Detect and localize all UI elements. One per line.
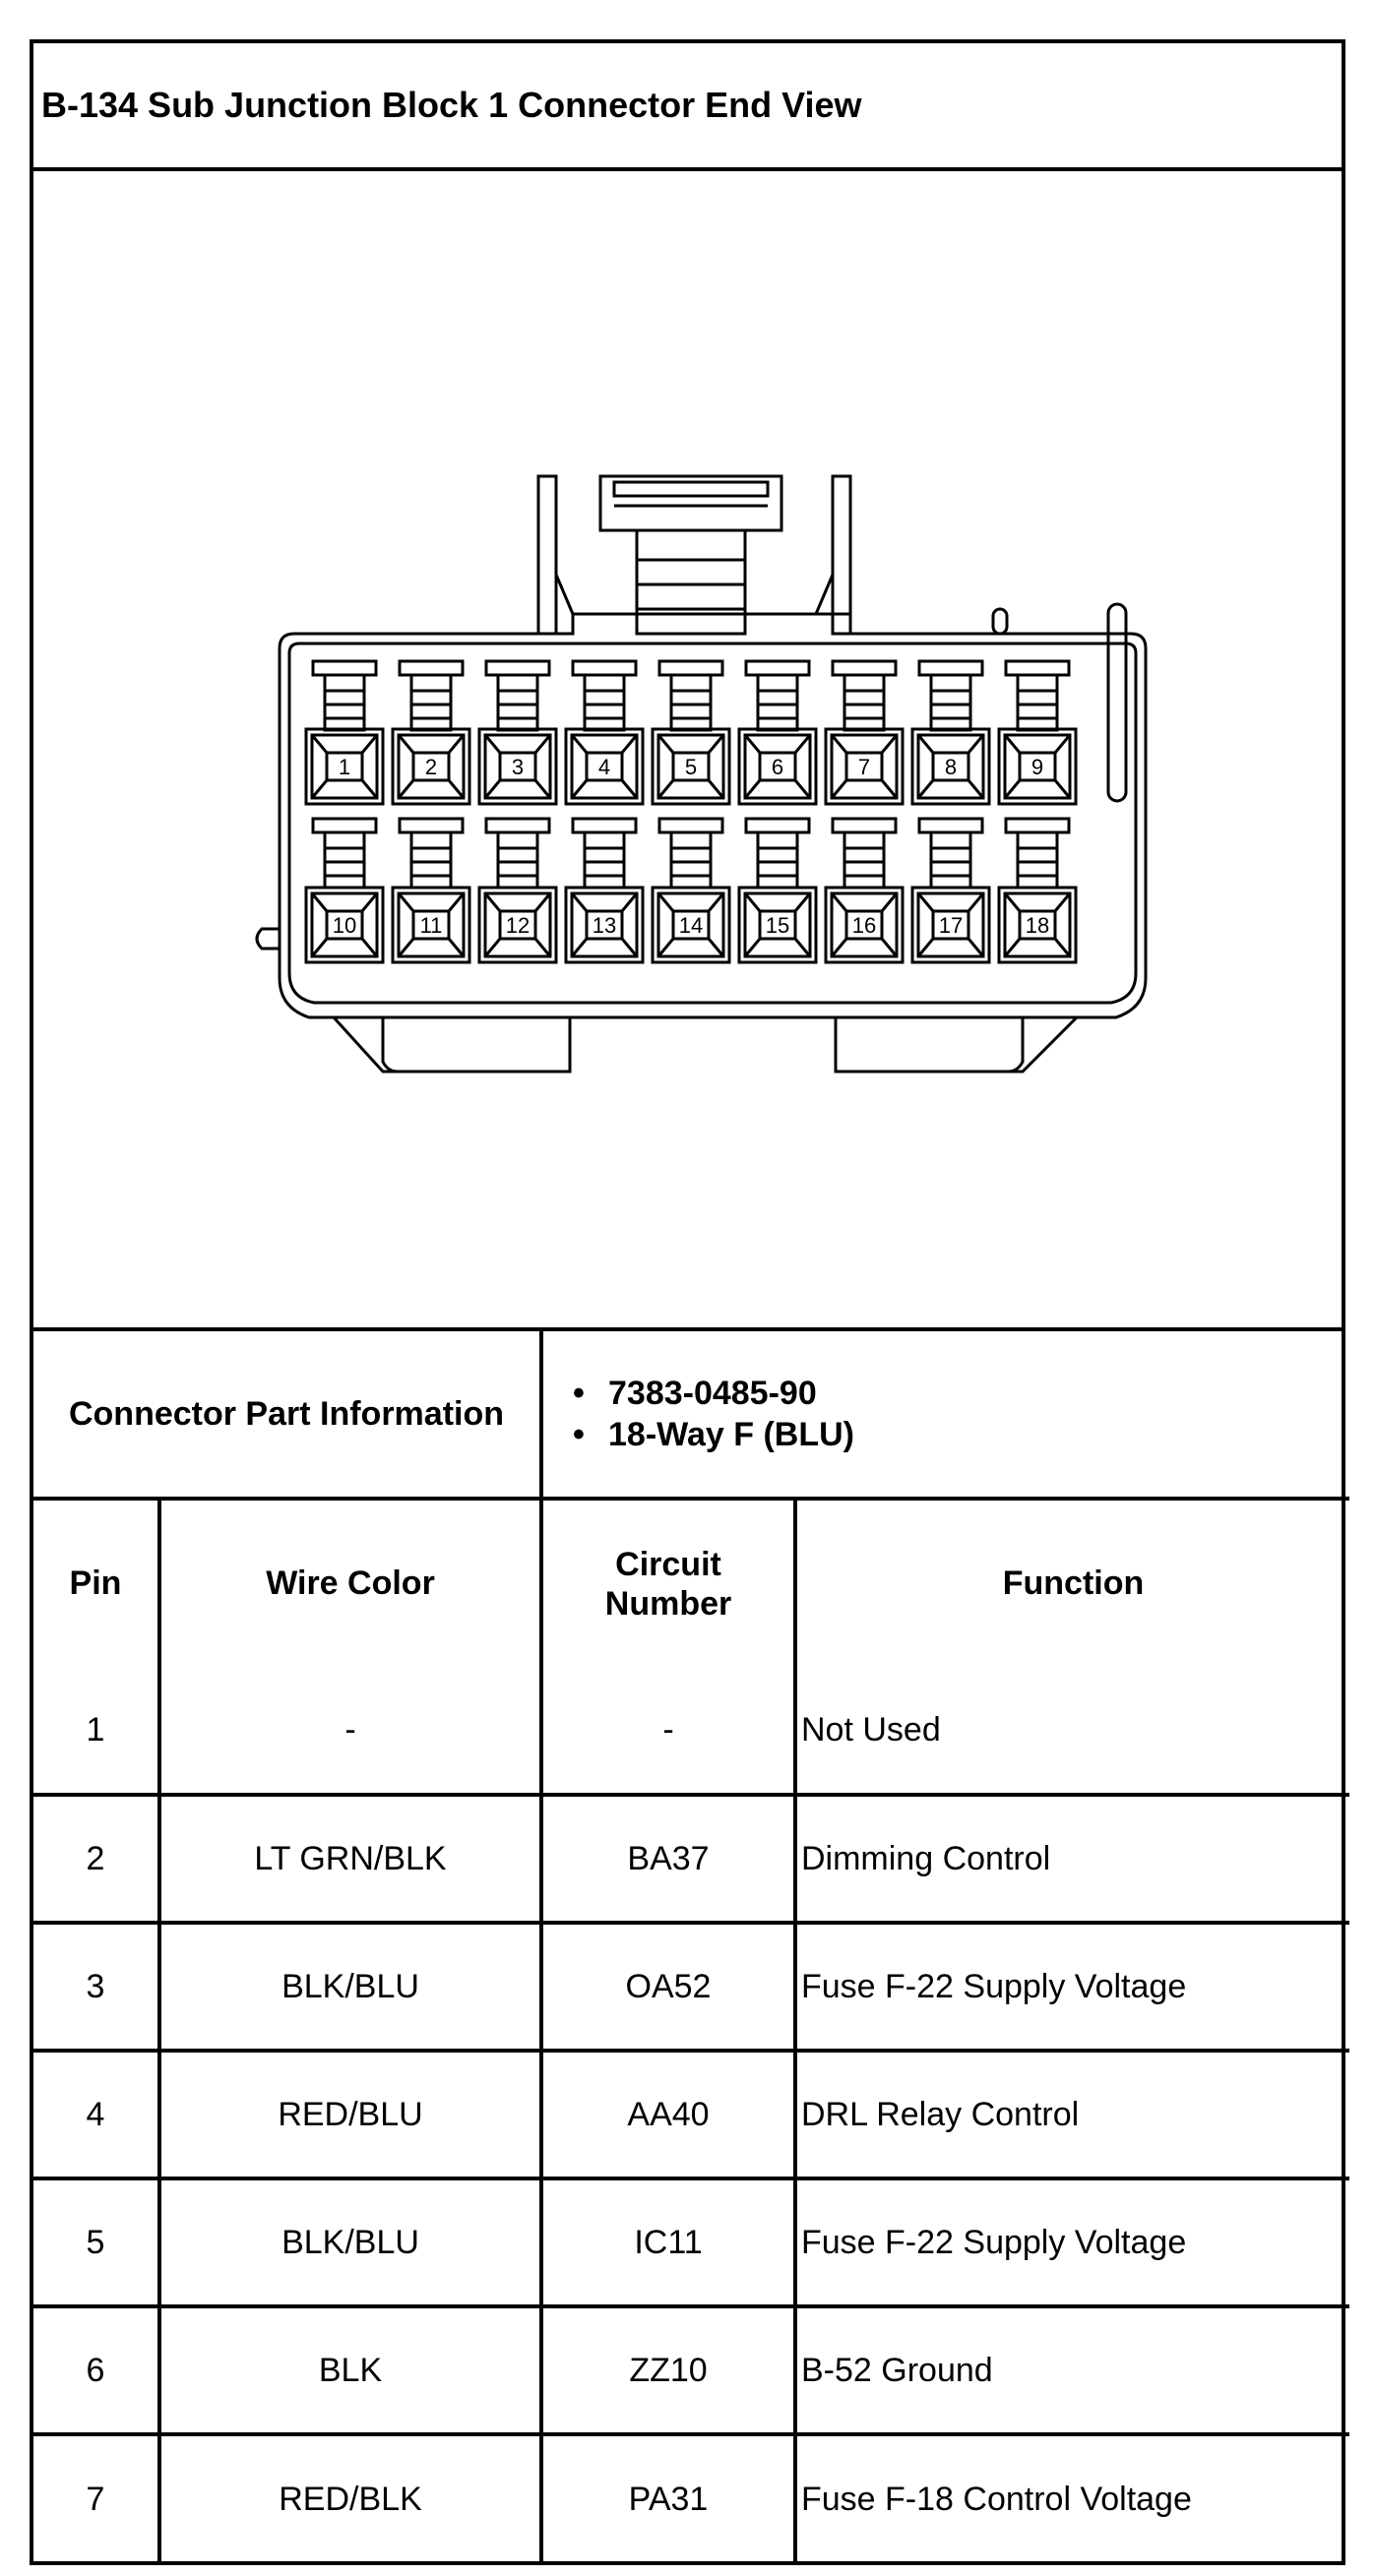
- pin-cavity: 6: [737, 659, 818, 806]
- circuit-number-cell: PA31: [539, 2432, 797, 2562]
- pin-cell: 3: [33, 1921, 161, 2053]
- part-list: 7383-0485-90 18-Way F (BLU): [547, 1373, 1345, 1455]
- pin-cavity: 5: [651, 659, 731, 806]
- pin-number-label: 8: [945, 755, 957, 779]
- pin-number-label: 16: [852, 913, 876, 938]
- pin-cavity: 13: [564, 817, 645, 964]
- wire-color-cell: BLK/BLU: [157, 2177, 543, 2308]
- wire-color-cell: RED/BLU: [157, 2049, 543, 2180]
- pin-cell: 5: [33, 2177, 161, 2308]
- function-cell: B-52 Ground: [792, 2304, 1350, 2436]
- pin-cavity: 4: [564, 659, 645, 806]
- pin-cavity: 7: [824, 659, 905, 806]
- pin-number-label: 14: [679, 913, 703, 938]
- pin-cell: 7: [33, 2432, 161, 2562]
- header-circuit-line2: Number: [604, 1584, 732, 1623]
- circuit-number-cell: IC11: [539, 2177, 797, 2308]
- pin-number-label: 18: [1026, 913, 1049, 938]
- table-row: 1--Not Used: [33, 1667, 1350, 1797]
- pin-cell: 4: [33, 2049, 161, 2180]
- header-function: Function: [792, 1497, 1350, 1667]
- pin-cavity: 12: [477, 817, 558, 964]
- pin-number-label: 5: [685, 755, 697, 779]
- pin-number-label: 1: [339, 755, 350, 779]
- pin-number-label: 12: [506, 913, 530, 938]
- pin-number-label: 11: [420, 913, 443, 938]
- pin-cavity: 11: [391, 817, 471, 964]
- header-wire-color: Wire Color: [157, 1497, 543, 1667]
- header-circuit-line1: Circuit: [615, 1545, 721, 1583]
- wire-color-cell: -: [157, 1667, 543, 1797]
- pin-cavity: 15: [737, 817, 818, 964]
- connector-part-info-label: Connector Part Information: [33, 1331, 543, 1501]
- pin-number-label: 13: [593, 913, 616, 938]
- pin-cavity: 1: [304, 659, 385, 806]
- connector-sheet: B-134 Sub Junction Block 1 Connector End…: [30, 39, 1350, 2565]
- header-pin: Pin: [33, 1497, 161, 1667]
- wire-color-cell: LT GRN/BLK: [157, 1793, 543, 1925]
- wire-color-cell: BLK: [157, 2304, 543, 2436]
- pin-cell: 1: [33, 1667, 161, 1797]
- function-cell: Not Used: [792, 1667, 1350, 1797]
- pin-cavity: 3: [477, 659, 558, 806]
- header-circuit-number: Circuit Number: [539, 1497, 797, 1667]
- function-cell: Fuse F-22 Supply Voltage: [792, 2177, 1350, 2308]
- connector-latch: [536, 474, 852, 636]
- pin-number-label: 2: [425, 755, 437, 779]
- pin-cell: 2: [33, 1793, 161, 1925]
- connector-housing: [255, 602, 1148, 1073]
- table-header-row: Pin Wire Color Circuit Number Function: [33, 1497, 1350, 1667]
- pin-number-label: 17: [939, 913, 963, 938]
- circuit-number-cell: AA40: [539, 2049, 797, 2180]
- wire-color-cell: BLK/BLU: [157, 1921, 543, 2053]
- pin-cavity: 2: [391, 659, 471, 806]
- pin-number-label: 3: [512, 755, 524, 779]
- pin-cavity: 17: [910, 817, 991, 964]
- function-cell: DRL Relay Control: [792, 2049, 1350, 2180]
- pin-number-label: 7: [858, 755, 870, 779]
- circuit-number-cell: OA52: [539, 1921, 797, 2053]
- pin-cavity: 16: [824, 817, 905, 964]
- pin-number-label: 9: [1031, 755, 1043, 779]
- pin-number-label: 15: [766, 913, 789, 938]
- connector-part-info-row: Connector Part Information 7383-0485-90 …: [33, 1331, 1350, 1501]
- pin-cavity: 10: [304, 817, 385, 964]
- function-cell: Dimming Control: [792, 1793, 1350, 1925]
- pin-cavity: 9: [997, 659, 1078, 806]
- function-cell: Fuse F-22 Supply Voltage: [792, 1921, 1350, 2053]
- pin-number-label: 6: [772, 755, 783, 779]
- pin-number-label: 4: [598, 755, 610, 779]
- circuit-number-cell: -: [539, 1667, 797, 1797]
- part-description: 18-Way F (BLU): [573, 1414, 1345, 1455]
- pin-cavity: 14: [651, 817, 731, 964]
- part-number: 7383-0485-90: [573, 1373, 1345, 1414]
- title-text: B-134 Sub Junction Block 1 Connector End…: [41, 85, 862, 125]
- connector-part-info-values: 7383-0485-90 18-Way F (BLU): [538, 1331, 1350, 1501]
- pin-cavity: 8: [910, 659, 991, 806]
- pin-cell: 6: [33, 2304, 161, 2436]
- wire-color-cell: RED/BLK: [157, 2432, 543, 2562]
- circuit-number-cell: BA37: [539, 1793, 797, 1925]
- pin-cavity: 18: [997, 817, 1078, 964]
- circuit-number-cell: ZZ10: [539, 2304, 797, 2436]
- page-title: B-134 Sub Junction Block 1 Connector End…: [33, 43, 1342, 171]
- pin-number-label: 10: [333, 913, 356, 938]
- pinout-table: Connector Part Information 7383-0485-90 …: [33, 1331, 1350, 2562]
- function-cell: Fuse F-18 Control Voltage: [792, 2432, 1350, 2562]
